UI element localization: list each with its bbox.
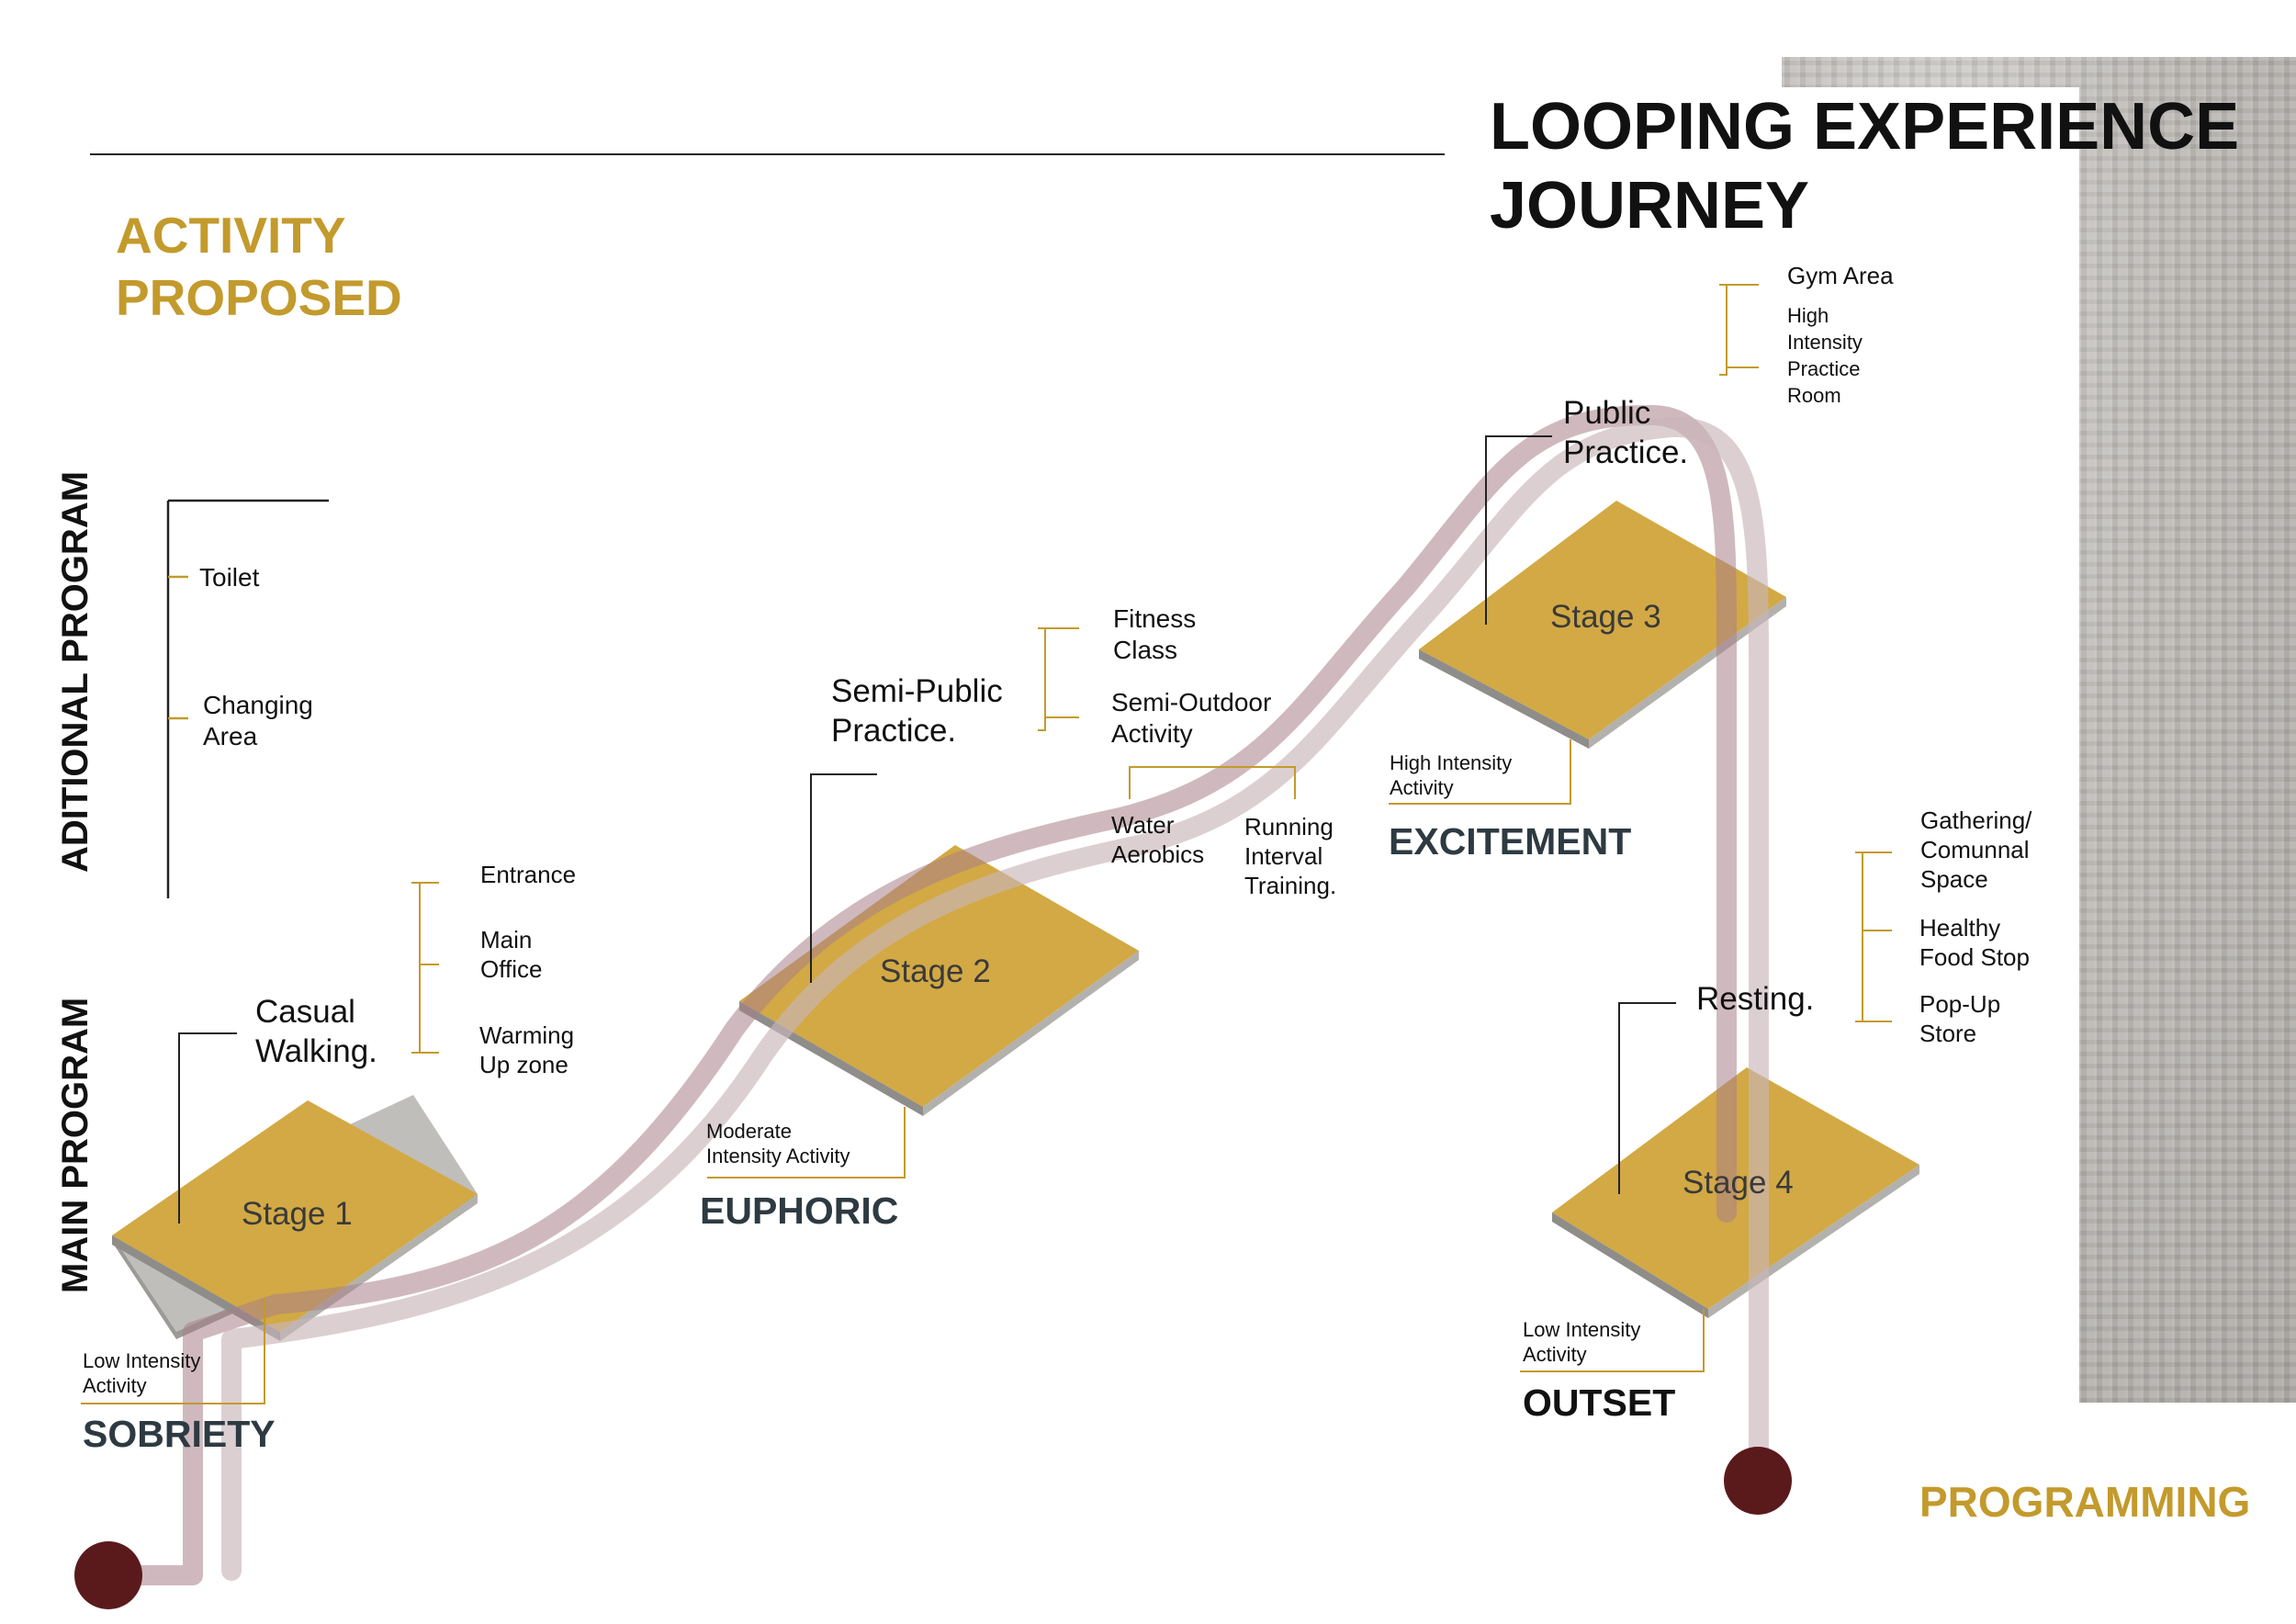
stage-1-label: Stage 1 [242, 1196, 353, 1232]
title-line-1: LOOPING EXPERIENCE [1490, 90, 2240, 164]
stage-1-mood: SOBRIETY [83, 1413, 276, 1455]
stage-3-mood: EXCITEMENT [1389, 820, 1632, 863]
stage-4-activity-healthy-food-stop: Healthy Food Stop [1919, 914, 2030, 971]
stage-3-label: Stage 3 [1550, 599, 1661, 635]
activity-proposed-heading: ACTIVITY PROPOSED [116, 204, 402, 329]
additional-toilet: Toilet [199, 563, 260, 592]
page-title: LOOPING EXPERIENCE JOURNEY [1490, 87, 2239, 245]
stage-4-intensity: Low Intensity Activity [1523, 1318, 1641, 1366]
header-rule [90, 153, 1445, 155]
stage-4-mood: OUTSET [1523, 1382, 1676, 1424]
stage-2-practice-title: Semi-Public Practice. [831, 673, 1003, 749]
stage-2-mood: EUPHORIC [700, 1190, 899, 1232]
title-line-2: JOURNEY [1490, 169, 1810, 242]
stage-3-activity-gym-area: Gym Area [1787, 262, 1894, 289]
stage-3-tile [1419, 501, 1786, 749]
journey-path [82, 404, 1769, 1585]
activity-heading-line-1: ACTIVITY [116, 207, 346, 264]
additional-changing-area: Changing Area [203, 691, 313, 750]
stage-4-practice-title: Resting. [1696, 981, 1815, 1017]
stage-1-activity-warming-up: Warming Up zone [479, 1021, 575, 1078]
stage-3-practice-title: Public Practice. [1563, 395, 1689, 470]
programming-label: PROGRAMMING [1919, 1478, 2251, 1526]
start-point-marker [74, 1541, 142, 1609]
stage-2-activity-running-interval: Running Interval Training. [1244, 813, 1337, 899]
additional-program-bracket [166, 499, 329, 898]
stage-4-activity-pop-up-store: Pop-Up Store [1919, 990, 2001, 1047]
stage-2-activity-semi-outdoor: Semi-Outdoor Activity [1111, 688, 1272, 748]
stage-1-activity-main-office: Main Office [480, 926, 543, 983]
stage-1-intensity: Low Intensity Activity [83, 1349, 201, 1397]
stage-2-activity-water-aerobics: Water Aerobics [1111, 811, 1205, 868]
stage-4-activity-gathering-space: Gathering/ Comunnal Space [1920, 806, 2032, 893]
stage-2-label: Stage 2 [880, 953, 991, 989]
stage-2-activity-fitness-class: Fitness Class [1113, 604, 1197, 664]
stage-2-intensity: Moderate Intensity Activity [706, 1120, 850, 1167]
stage-4-label: Stage 4 [1683, 1165, 1794, 1201]
stage-1-practice-title: Casual Walking. [255, 994, 377, 1069]
end-point-marker [1724, 1447, 1792, 1515]
stage-3-activity-high-intensity-room: High Intensity Practice Room [1787, 304, 1863, 407]
activity-heading-line-2: PROPOSED [116, 269, 402, 326]
stage-1-activity-entrance: Entrance [480, 861, 577, 888]
stage-3-intensity: High Intensity Activity [1390, 751, 1513, 799]
